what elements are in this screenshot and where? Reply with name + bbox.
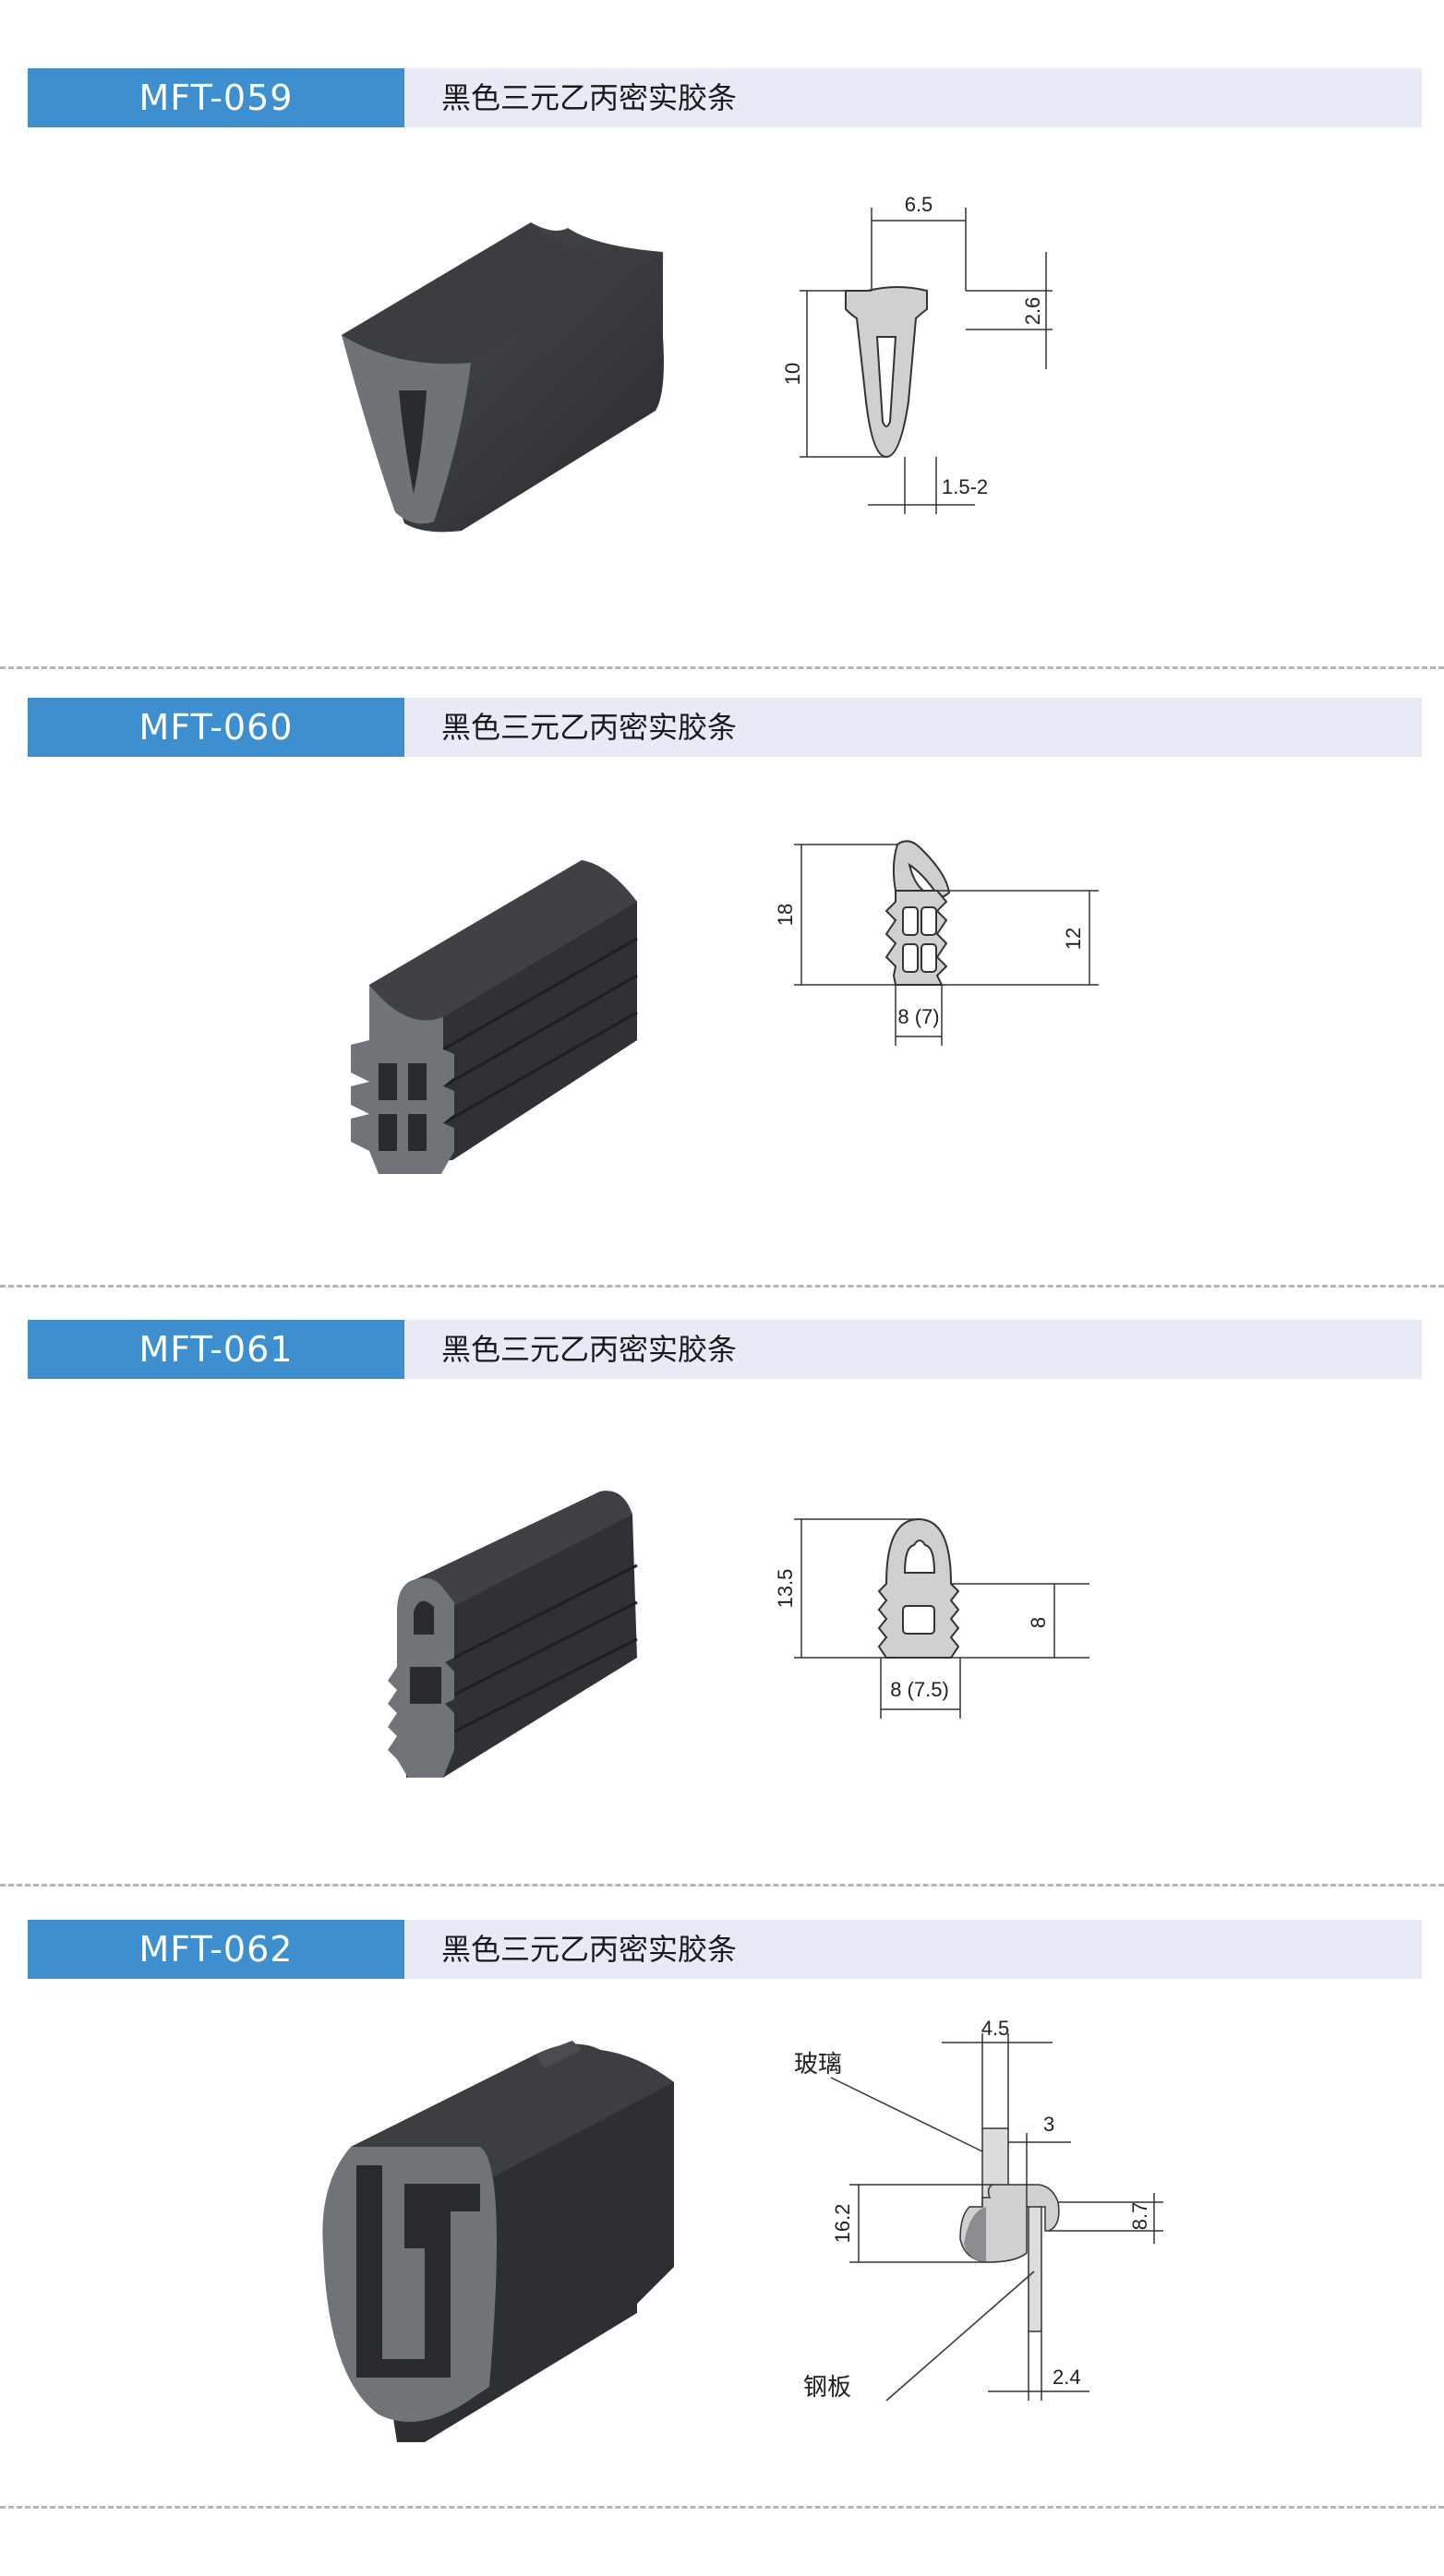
product-photo — [388, 1491, 638, 1778]
label-glass: 玻璃 — [794, 2050, 842, 2078]
product-section-mft-060: MFT-060 黑色三元乙丙密实胶条 18 12 — [0, 629, 1444, 1266]
dim-width: 6.5 — [905, 193, 933, 216]
dim-lip: 8.7 — [1128, 2202, 1151, 2231]
product-header: MFT-060 黑色三元乙丙密实胶条 — [28, 698, 1422, 757]
dim-total-height: 13.5 — [774, 1569, 797, 1609]
product-code: MFT-062 — [28, 1920, 404, 1979]
product-description: 黑色三元乙丙密实胶条 — [441, 710, 738, 745]
dimension-drawing: 6.5 2.6 10 1.5-2 — [781, 193, 1053, 514]
product-header: MFT-062 黑色三元乙丙密实胶条 — [28, 1920, 1422, 1979]
dim-body-height: 12 — [1062, 928, 1085, 950]
dim-body-height: 8 — [1027, 1617, 1050, 1628]
label-steel-plate: 钢板 — [803, 2373, 851, 2401]
product-code: MFT-059 — [28, 68, 404, 127]
dim-gap: 1.5-2 — [942, 475, 988, 498]
product-description: 黑色三元乙丙密实胶条 — [441, 1332, 738, 1367]
product-section-mft-059: MFT-059 黑色三元乙丙密实胶条 6.5 2.6 — [0, 0, 1444, 637]
dim-height: 16.2 — [831, 2204, 854, 2244]
dimension-drawing: 4.5 3 16.2 8.7 2.4 玻璃 钢板 — [794, 2017, 1163, 2402]
section-divider — [0, 1884, 1444, 1887]
product-photo — [351, 860, 638, 1174]
dim-lip: 2.6 — [1021, 297, 1044, 326]
dim-slot: 3 — [1043, 2113, 1054, 2136]
product-code: MFT-060 — [28, 698, 404, 757]
section-divider — [0, 666, 1444, 669]
product-description: 黑色三元乙丙密实胶条 — [441, 1932, 738, 1967]
product-header: MFT-059 黑色三元乙丙密实胶条 — [28, 68, 1422, 127]
dimension-drawing: 13.5 8 8 (7.5) — [774, 1517, 1089, 1719]
section-divider — [0, 2506, 1444, 2509]
product-section-mft-062: MFT-062 黑色三元乙丙密实胶条 4.5 3 16.2 8 — [0, 1851, 1444, 2488]
dim-height: 10 — [781, 363, 804, 385]
dimension-drawing: 18 12 8 (7) — [774, 840, 1099, 1046]
section-divider — [0, 1285, 1444, 1288]
product-header: MFT-061 黑色三元乙丙密实胶条 — [28, 1320, 1422, 1379]
product-photo — [342, 222, 664, 533]
dim-width: 8 (7) — [897, 1005, 939, 1028]
dim-width: 8 (7.5) — [890, 1678, 949, 1701]
product-photo — [322, 2041, 674, 2442]
product-description: 黑色三元乙丙密实胶条 — [441, 80, 738, 115]
dim-total-height: 18 — [774, 904, 797, 926]
product-code: MFT-061 — [28, 1320, 404, 1379]
dim-plate: 2.4 — [1053, 2366, 1081, 2389]
product-section-mft-061: MFT-061 黑色三元乙丙密实胶条 13.5 8 8 (7.5) — [0, 1252, 1444, 1888]
dim-glass-width: 4.5 — [981, 2017, 1010, 2040]
